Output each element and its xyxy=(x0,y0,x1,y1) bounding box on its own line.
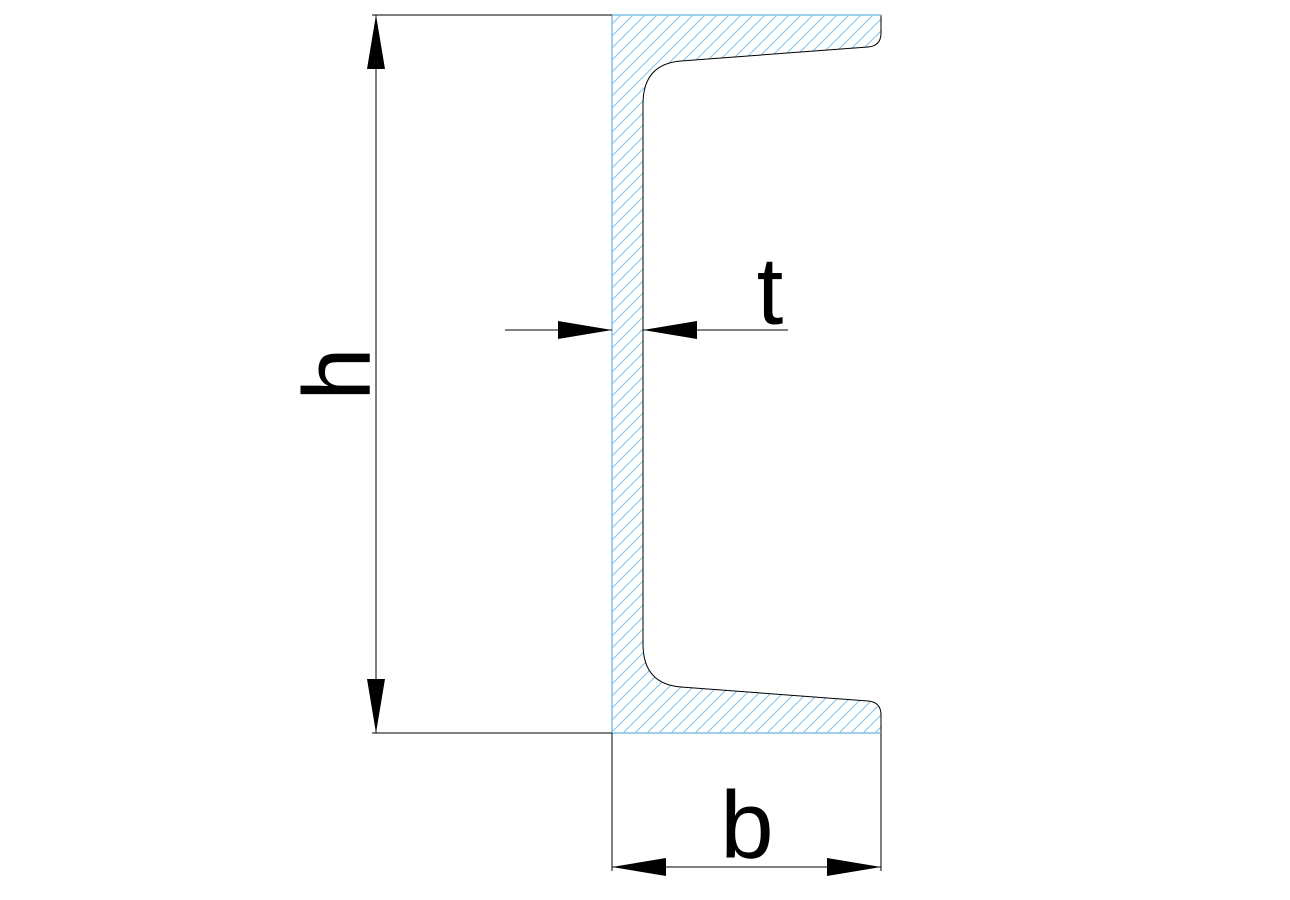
width-label: b xyxy=(720,772,773,879)
channel-profile xyxy=(612,15,881,733)
thickness-label: t xyxy=(757,238,784,345)
thickness-arrow-left xyxy=(558,321,612,339)
thickness-dimension: t xyxy=(505,238,788,345)
channel-outline xyxy=(642,15,882,733)
width-arrow-left xyxy=(612,858,666,876)
height-arrow-top xyxy=(367,15,385,69)
height-dimension: h xyxy=(284,14,612,734)
thickness-arrow-right xyxy=(643,321,697,339)
height-label: h xyxy=(284,347,391,400)
width-arrow-right xyxy=(827,858,881,876)
width-dimension: b xyxy=(611,733,882,879)
height-arrow-bottom xyxy=(367,679,385,733)
